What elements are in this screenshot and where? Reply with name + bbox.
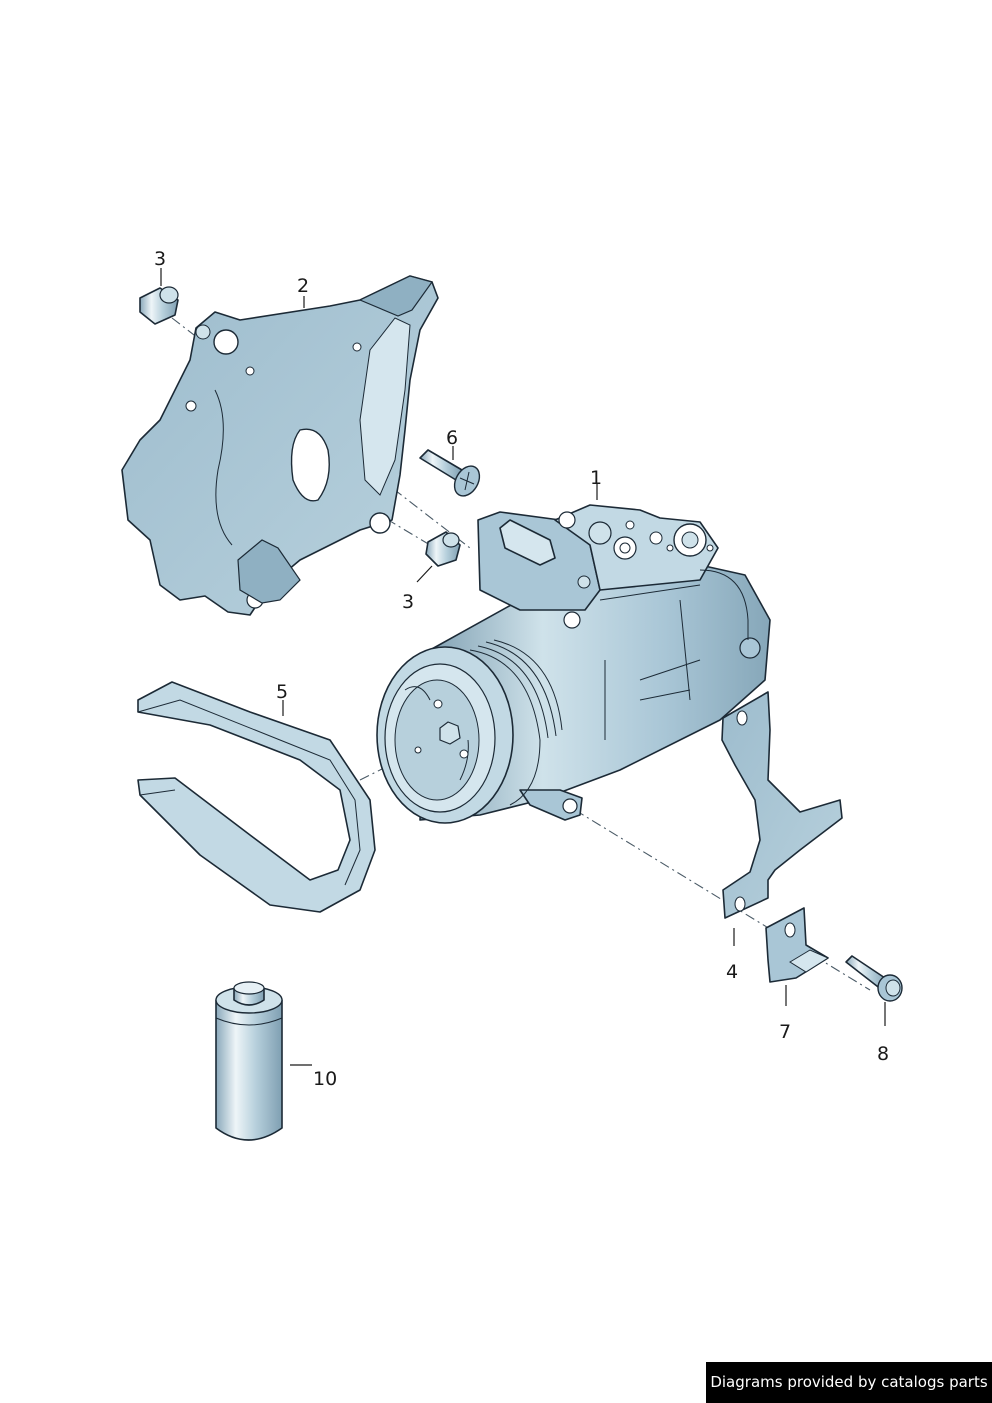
callout-10: 10 bbox=[313, 1068, 337, 1090]
callout-8: 8 bbox=[877, 1043, 889, 1065]
callout-4: 4 bbox=[726, 961, 738, 983]
bracket-part-2 bbox=[121, 275, 439, 616]
credit-banner: Diagrams provided by catalogs parts bbox=[706, 1362, 992, 1403]
countersunk-bolt-part-6 bbox=[419, 449, 481, 497]
hex-bolt-part-8 bbox=[845, 955, 903, 1002]
poly-v-belt-part-5 bbox=[137, 681, 376, 913]
callout-3-top: 3 bbox=[154, 248, 166, 270]
spacer-sleeve-part-3-top bbox=[139, 286, 179, 325]
clip-part-7 bbox=[765, 907, 830, 983]
canister-part-10 bbox=[215, 981, 283, 1141]
callout-1: 1 bbox=[590, 467, 602, 489]
callout-3-bottom: 3 bbox=[402, 591, 414, 613]
spacer-sleeve-part-3-bottom bbox=[425, 531, 461, 567]
callout-6: 6 bbox=[446, 427, 458, 449]
callout-7: 7 bbox=[779, 1021, 791, 1043]
callout-5: 5 bbox=[276, 681, 288, 703]
ac-compressor-part-1 bbox=[376, 504, 771, 824]
bracket-part-4 bbox=[721, 691, 843, 919]
leader-lines bbox=[160, 268, 886, 1066]
callout-2: 2 bbox=[297, 275, 309, 297]
